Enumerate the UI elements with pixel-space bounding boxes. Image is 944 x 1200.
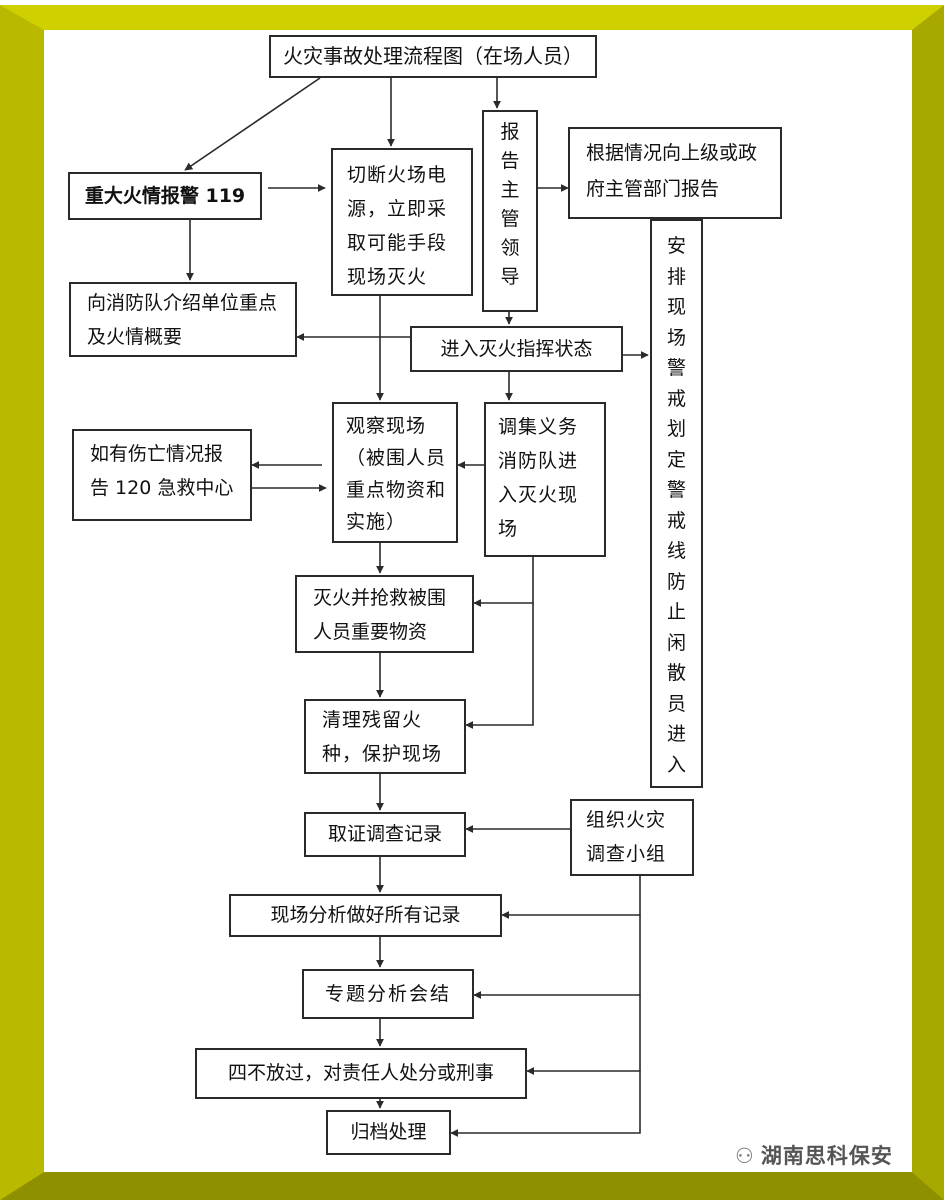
node-clear-fire: 清理残留火种，保护现场	[304, 699, 466, 774]
node-command-state: 进入灭火指挥状态	[410, 326, 623, 372]
node-cut-power: 切断火场电源，立即采取可能手段现场灭火	[331, 148, 473, 296]
node-volunteer-team-text: 调集义务消防队进入灭火现场	[498, 416, 579, 540]
frame-bottom-bevel	[0, 1172, 944, 1200]
arrow-fireteam-to-analysis	[501, 876, 641, 919]
watermark-text: 湖南思科保安	[760, 1144, 893, 1168]
node-casualty-report: 如有伤亡情况报告 120 急救中心	[72, 429, 252, 521]
node-analysis-records: 现场分析做好所有记录	[229, 894, 502, 937]
node-casualty-report-text: 如有伤亡情况报告 120 急救中心	[90, 443, 234, 499]
node-report-leader-text: 报告主管领导	[500, 121, 520, 288]
node-report-gov-text: 根据情况向上级或政府主管部门报告	[586, 142, 758, 200]
arrow-volunteer-to-extinguish	[473, 557, 534, 607]
node-clear-fire-text: 清理残留火种，保护现场	[322, 709, 443, 765]
node-special-summary: 专题分析会结	[302, 969, 474, 1019]
node-extinguish-rescue: 灭火并抢救被围人员重要物资	[295, 575, 474, 653]
node-four-not: 四不放过，对责任人处分或刑事	[195, 1048, 527, 1099]
node-fire-team-text: 组织火灾调查小组	[586, 809, 667, 865]
arrow-fireteam-to-fournot	[526, 995, 641, 1075]
node-fire-team: 组织火灾调查小组	[570, 799, 694, 876]
node-observe-scene-text: 观察现场（被围人员重点物资和实施）	[346, 415, 447, 533]
node-volunteer-team: 调集义务消防队进入灭火现场	[484, 402, 606, 557]
node-cut-power-text: 切断火场电源，立即采取可能手段现场灭火	[347, 164, 448, 288]
frame-left-bevel	[0, 5, 44, 1200]
node-four-not-text: 四不放过，对责任人处分或刑事	[227, 1062, 494, 1084]
node-extinguish-rescue-text: 灭火并抢救被围人员重要物资	[313, 587, 447, 643]
arrow-title-to-alarm	[184, 77, 321, 171]
watermark: ⚇湖南思科保安	[735, 1140, 893, 1170]
node-observe-scene: 观察现场（被围人员重点物资和实施）	[332, 402, 458, 543]
wechat-icon: ⚇	[735, 1144, 755, 1168]
node-alarm-119: 重大火情报警 119	[68, 172, 262, 220]
node-archive: 归档处理	[326, 1110, 451, 1155]
node-analysis-records-text: 现场分析做好所有记录	[270, 904, 461, 926]
node-investigate: 取证调查记录	[304, 812, 466, 857]
node-intro-fire-dept: 向消防队介绍单位重点及火情概要	[69, 282, 297, 357]
node-arrange-cordon: 安排现场警戒划定警戒线防止闲散员进入	[650, 219, 703, 788]
title-text: 火灾事故处理流程图（在场人员）	[283, 44, 583, 68]
node-intro-fire-dept-text: 向消防队介绍单位重点及火情概要	[87, 292, 278, 348]
node-arrange-cordon-text: 安排现场警戒划定警戒线防止闲散员进入	[666, 235, 686, 776]
arrow-volunteer-to-clear	[465, 603, 534, 729]
node-report-gov: 根据情况向上级或政府主管部门报告	[568, 127, 782, 219]
frame-right-bevel	[912, 5, 944, 1200]
node-alarm-119-text: 重大火情报警 119	[84, 185, 246, 207]
arrow-fireteam-to-archive	[450, 1071, 641, 1137]
node-report-leader: 报告主管领导	[482, 110, 538, 312]
node-archive-text: 归档处理	[350, 1121, 427, 1143]
node-special-summary-text: 专题分析会结	[324, 983, 451, 1005]
title-box: 火灾事故处理流程图（在场人员）	[269, 35, 597, 78]
node-command-state-text: 进入灭火指挥状态	[440, 338, 593, 360]
node-investigate-text: 取证调查记录	[327, 823, 442, 845]
